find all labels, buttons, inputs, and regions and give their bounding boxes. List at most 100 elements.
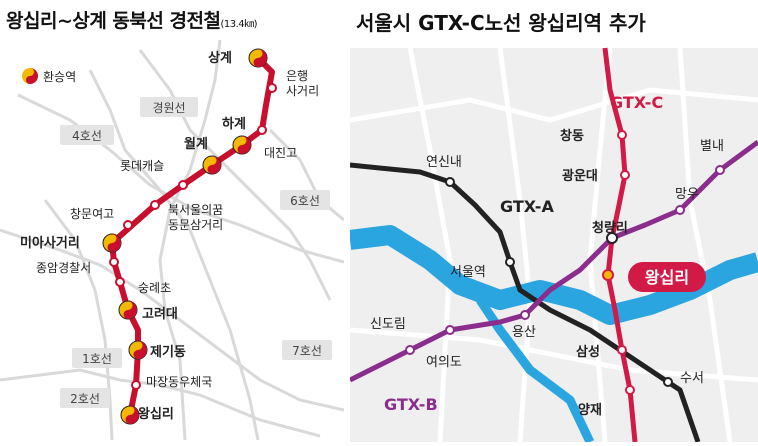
station-cheongnyangni: 청량리 bbox=[592, 220, 628, 236]
line-label-1: 1호선 bbox=[82, 352, 112, 366]
gtx-c-label: GTX-C bbox=[610, 93, 663, 112]
dongbuk-line-path bbox=[109, 55, 275, 416]
station-13: 마장동우체국 bbox=[131, 375, 212, 390]
station-dot-sindorim bbox=[445, 325, 455, 335]
station-label: 숭례초 bbox=[138, 281, 171, 295]
station-10: 숭례초 bbox=[115, 277, 171, 295]
gtx-a-label: GTX-A bbox=[500, 197, 554, 216]
station-label: 마장동우체국 bbox=[146, 375, 212, 389]
right-map-title: 서울시 GTX-C노선 왕십리역 추가 bbox=[356, 11, 646, 35]
station-dot-suseo bbox=[663, 377, 673, 387]
station-dot bbox=[109, 257, 119, 267]
legend: 환승역 bbox=[22, 68, 76, 84]
station-dot bbox=[178, 180, 188, 190]
gtx-stations: 연신내 창동 광운대 별내 망우 청량리 왕십리 서울역 용산 신도림 여의도 bbox=[370, 128, 725, 418]
line-label-gyeongwon: 경원선 bbox=[152, 101, 185, 115]
wangsimni-highlight-badge bbox=[628, 262, 706, 292]
dongbuk-line-map: 왕십리~상계 동북선 경전철(13.4㎞) 4호선 경원선 6호선 1호선 7 bbox=[0, 0, 345, 442]
station-yeonsinnae: 연신내 bbox=[426, 155, 462, 170]
station-dot-yongsan bbox=[520, 310, 530, 320]
station-2: 하계 bbox=[222, 116, 252, 155]
station-label: 왕십리 bbox=[138, 406, 174, 422]
station-dot bbox=[257, 125, 267, 135]
gtx-b-label: GTX-B bbox=[384, 395, 438, 414]
legend-label: 환승역 bbox=[43, 70, 76, 84]
station-12: 제기동 bbox=[128, 340, 186, 360]
station-4: 월계 bbox=[184, 136, 222, 175]
station-label: 제기동 bbox=[150, 345, 186, 360]
station-dot-cheongnyangni bbox=[606, 232, 618, 244]
station-9: 종암경찰서 bbox=[36, 257, 119, 275]
station-suseo: 수서 bbox=[680, 371, 704, 386]
station-dot bbox=[150, 200, 160, 210]
station-5: 롯데캐슬 bbox=[120, 159, 188, 190]
river-branch bbox=[476, 297, 595, 444]
station-dot-gwangundae bbox=[620, 170, 630, 180]
station-label: 월계 bbox=[184, 136, 208, 152]
station-0: 상계 bbox=[208, 48, 268, 68]
station-wangsimni: 왕십리 bbox=[645, 268, 689, 287]
station-dot-wangsimni bbox=[602, 269, 614, 281]
transfer-icon-half bbox=[107, 234, 121, 252]
station-dot-byeollae bbox=[715, 165, 725, 175]
station-dot-yeonsinnae bbox=[445, 177, 455, 187]
station-gwangundae: 광운대 bbox=[562, 169, 598, 184]
line-label-6-box bbox=[280, 190, 330, 210]
station-label: 창문여고 bbox=[70, 207, 114, 221]
line-label-4-box bbox=[60, 125, 114, 145]
legend-icon-half bbox=[26, 68, 38, 84]
station-changdong: 창동 bbox=[560, 128, 584, 144]
station-label: 대진고 bbox=[264, 146, 297, 160]
station-sindorim: 신도림 bbox=[370, 317, 406, 332]
station-label: 롯데캐슬 bbox=[120, 159, 164, 173]
station-yangjae: 양재 bbox=[578, 403, 602, 418]
line-label-7-box bbox=[282, 340, 332, 360]
line-label-6: 6호선 bbox=[290, 194, 320, 208]
station-label: 고려대 bbox=[142, 306, 178, 322]
station-dot-changdong bbox=[617, 130, 627, 140]
transfer-icon-half bbox=[133, 341, 147, 359]
line-label-1-box bbox=[72, 348, 122, 368]
station-dot-yeouido bbox=[405, 345, 415, 355]
gtx-c-map: 서울시 GTX-C노선 왕십리역 추가 GTX-C GTX-A GTX-B 연신… bbox=[348, 0, 758, 444]
line-label-2-box bbox=[60, 388, 110, 408]
transfer-icon-half bbox=[125, 406, 139, 424]
right-map-svg: 서울시 GTX-C노선 왕십리역 추가 GTX-C GTX-A GTX-B 연신… bbox=[348, 0, 758, 444]
station-dot-seoul bbox=[505, 257, 515, 267]
station-byeollae: 별내 bbox=[700, 139, 724, 154]
line-label-4: 4호선 bbox=[72, 129, 102, 143]
line-label-gyeongwon-box bbox=[140, 97, 198, 117]
station-label: 미아사거리 bbox=[20, 235, 80, 251]
station-14: 왕십리 bbox=[120, 405, 174, 425]
station-dot bbox=[267, 83, 277, 93]
transfer-icon-half bbox=[207, 156, 221, 174]
transfer-icon-half bbox=[123, 301, 137, 319]
left-map-title: 왕십리~상계 동북선 경전철(13.4㎞) bbox=[6, 10, 258, 32]
station-yeouido: 여의도 bbox=[426, 355, 462, 370]
transfer-icon-half bbox=[253, 49, 267, 67]
line-label-2: 2호선 bbox=[70, 392, 100, 406]
station-seoul: 서울역 bbox=[450, 265, 486, 280]
line-labels: 4호선 경원선 6호선 1호선 7호선 2호선 bbox=[60, 97, 332, 408]
station-dot bbox=[115, 277, 125, 287]
line-label-7: 7호선 bbox=[292, 344, 322, 358]
station-label: 상계 bbox=[208, 51, 232, 66]
transfer-icon-half bbox=[237, 136, 251, 154]
streets bbox=[349, 47, 758, 443]
station-dot-mangu bbox=[675, 205, 685, 215]
station-dot-yangjae bbox=[625, 385, 635, 395]
station-dot bbox=[123, 220, 133, 230]
station-label: 종암경찰서 bbox=[36, 261, 91, 275]
station-dot bbox=[131, 380, 141, 390]
station-samseong: 삼성 bbox=[576, 344, 600, 360]
station-yongsan: 용산 bbox=[512, 325, 536, 340]
station-mangu: 망우 bbox=[675, 187, 699, 202]
station-11: 고려대 bbox=[118, 300, 178, 322]
background-lines bbox=[0, 39, 345, 441]
